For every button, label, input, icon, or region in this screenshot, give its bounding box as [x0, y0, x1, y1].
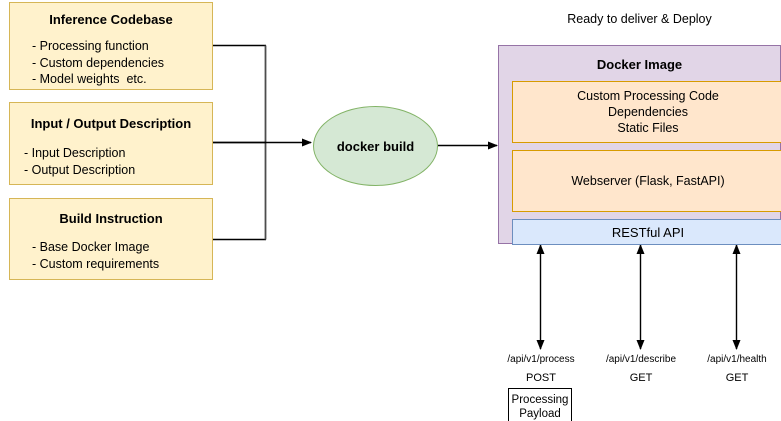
input-box-items: - Input Description - Output Description: [24, 146, 136, 177]
layer-custom-processing-code[interactable]: Custom Processing Code Dependencies Stat…: [512, 81, 781, 143]
docker-image-title: Docker Image: [596, 57, 683, 72]
endpoint-method-process: POST: [526, 372, 556, 384]
layer-restful-api[interactable]: RESTful API: [512, 219, 781, 245]
ready-to-deploy-caption: Ready to deliver & Deploy: [567, 12, 712, 26]
input-box-input-output-description[interactable]: Input / Output Description - Input Descr…: [9, 102, 213, 185]
docker-build-node[interactable]: docker build: [313, 106, 438, 186]
input-bracket: [212, 44, 267, 241]
docker-build-label: docker build: [336, 138, 415, 154]
input-box-title: Inference Codebase: [49, 12, 173, 27]
processing-payload-box[interactable]: Processing Payload: [508, 388, 572, 421]
input-box-build-instruction[interactable]: Build Instruction - Base Docker Image - …: [9, 198, 213, 280]
input-box-items: - Processing function - Custom dependenc…: [32, 39, 165, 86]
input-box-items: - Base Docker Image - Custom requirement…: [32, 240, 160, 271]
endpoint-method-describe: GET: [629, 372, 653, 384]
input-box-title: Build Instruction: [59, 211, 163, 226]
layer-webserver[interactable]: Webserver (Flask, FastAPI): [512, 150, 781, 212]
layer-label: RESTful API: [611, 224, 685, 240]
layer-label: Custom Processing Code Dependencies Stat…: [577, 89, 719, 135]
layer-label: Webserver (Flask, FastAPI): [571, 174, 725, 188]
input-box-inference-codebase[interactable]: Inference Codebase - Processing function…: [9, 2, 213, 90]
input-box-title: Input / Output Description: [30, 116, 192, 131]
endpoint-path-health: /api/v1/health: [707, 354, 767, 365]
docker-image-panel[interactable]: Docker Image: [498, 45, 781, 244]
endpoint-method-health: GET: [725, 372, 749, 384]
endpoint-path-describe: /api/v1/describe: [605, 354, 677, 365]
endpoint-path-process: /api/v1/process: [507, 354, 575, 365]
processing-payload-label: Processing Payload: [511, 393, 569, 420]
